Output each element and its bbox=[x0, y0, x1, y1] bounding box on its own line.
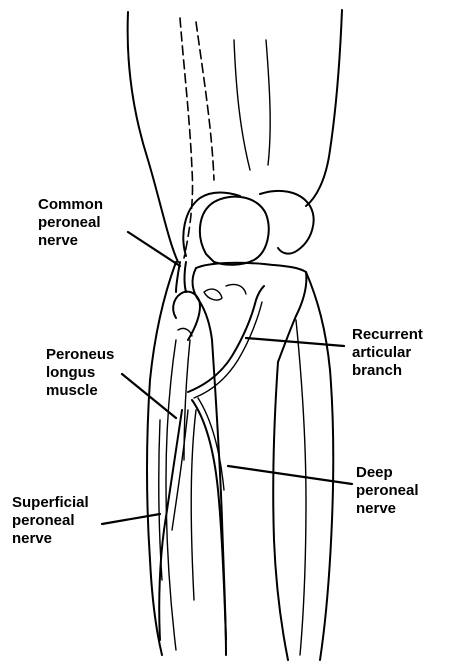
label-recurrent-articular-branch: Recurrent articular branch bbox=[352, 326, 423, 380]
label-line: nerve bbox=[356, 500, 419, 518]
femur-condyles bbox=[183, 191, 313, 265]
label-deep-peroneal-nerve: Deep peroneal nerve bbox=[356, 464, 419, 518]
superficial-peroneal-nerve-path bbox=[159, 410, 188, 640]
fibula-head bbox=[173, 292, 200, 340]
common-peroneal-nerve bbox=[176, 262, 186, 292]
thigh-outline bbox=[128, 10, 342, 262]
label-superficial-peroneal-nerve: Superficial peroneal nerve bbox=[12, 494, 89, 548]
label-line: nerve bbox=[38, 232, 103, 250]
label-peroneus-longus-muscle: Peroneus longus muscle bbox=[46, 346, 114, 400]
label-line: Common bbox=[38, 196, 103, 214]
label-line: articular bbox=[352, 344, 423, 362]
label-line: longus bbox=[46, 364, 114, 382]
label-line: Recurrent bbox=[352, 326, 423, 344]
label-line: peroneal bbox=[356, 482, 419, 500]
label-line: Superficial bbox=[12, 494, 89, 512]
deep-peroneal-nerve-path bbox=[192, 398, 226, 640]
pointer-superficial-peroneal bbox=[102, 514, 160, 524]
label-line: nerve bbox=[12, 530, 89, 548]
label-line: peroneal bbox=[12, 512, 89, 530]
tibia-head bbox=[193, 263, 307, 362]
label-line: peroneal bbox=[38, 214, 103, 232]
pointer-recurrent-articular bbox=[246, 338, 344, 346]
label-line: Peroneus bbox=[46, 346, 114, 364]
label-line: Deep bbox=[356, 464, 419, 482]
label-line: muscle bbox=[46, 382, 114, 400]
label-common-peroneal-nerve: Common peroneal nerve bbox=[38, 196, 103, 250]
label-line: branch bbox=[352, 362, 423, 380]
